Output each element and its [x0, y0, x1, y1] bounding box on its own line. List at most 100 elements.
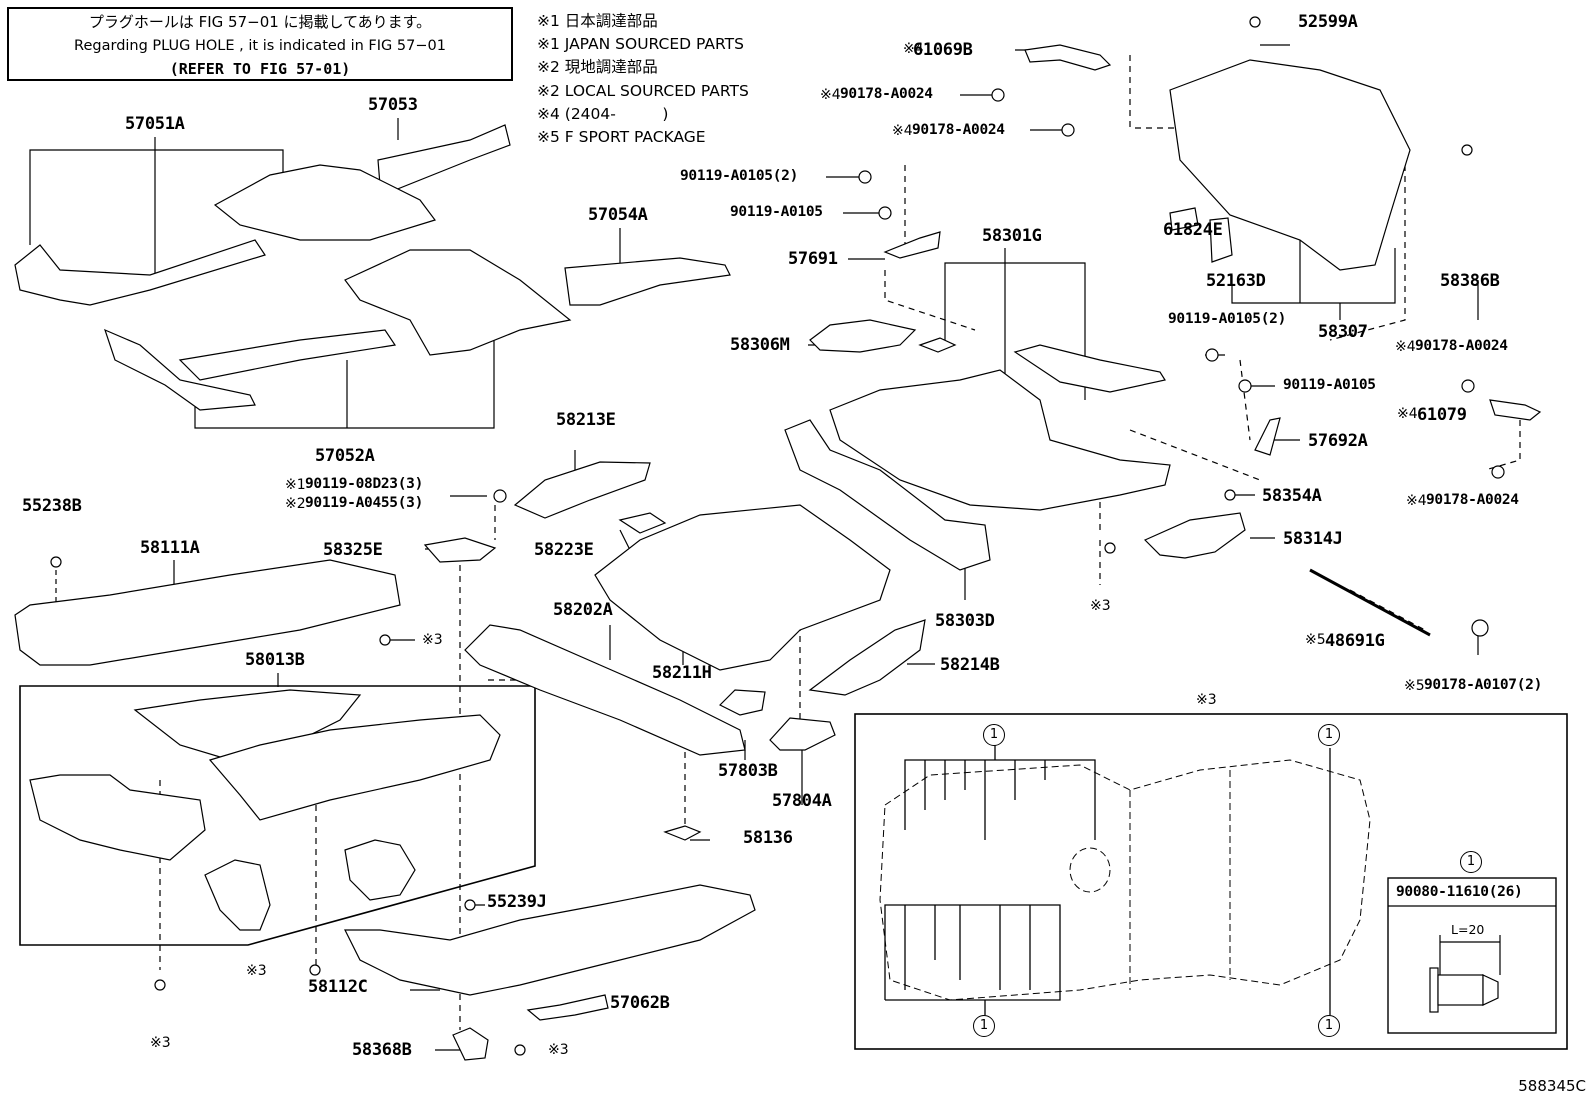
label-57691[interactable]: 57691 [788, 249, 838, 269]
label-57051A[interactable]: 57051A [125, 114, 185, 134]
callout-circle: 1 [973, 1015, 995, 1037]
note-box: プラグホールは FIG 57−01 に掲載してあります。 Regarding P… [7, 7, 513, 81]
label-57062B[interactable]: 57062B [610, 993, 670, 1013]
label-58314J[interactable]: 58314J [1283, 529, 1343, 549]
nut-90178-A0024-c [1461, 379, 1475, 393]
label-58386B[interactable]: 58386B [1440, 271, 1500, 291]
tag-2: ※2 [285, 496, 306, 512]
bolt-90119-A0105-2-b [1205, 348, 1219, 362]
note-line-jp: プラグホールは FIG 57−01 に掲載してあります。 [88, 13, 432, 31]
part-57054A [564, 257, 731, 306]
callout-circle: 1 [983, 724, 1005, 746]
label-57692A[interactable]: 57692A [1308, 431, 1368, 451]
label-55239J[interactable]: 55239J [487, 892, 547, 912]
tag-4: ※4 [1406, 493, 1427, 509]
clip-55238B [50, 556, 62, 568]
bolt-90119-08D23 [493, 489, 507, 503]
label-90178-A0024-b[interactable]: 90178-A0024 [912, 122, 1005, 138]
label-90178-A0024-a[interactable]: 90178-A0024 [840, 86, 933, 102]
nut-90178-A0024-b [1061, 123, 1075, 137]
label-52163D[interactable]: 52163D [1206, 271, 1266, 291]
clip-55239J [464, 899, 476, 911]
bracket-58301G [944, 262, 1086, 400]
part-57691 [883, 231, 941, 259]
label-90119-A0105-b[interactable]: 90119-A0105 [1283, 377, 1376, 393]
label-57052A[interactable]: 57052A [315, 446, 375, 466]
part-61079 [1489, 399, 1542, 421]
part-57803B [718, 689, 766, 716]
part-58303D [784, 419, 991, 571]
part-57062B [526, 994, 609, 1021]
label-58307[interactable]: 58307 [1318, 322, 1368, 342]
label-57054A[interactable]: 57054A [588, 205, 648, 225]
dimension-label: L=20 [1451, 922, 1485, 937]
note-line-en: Regarding PLUG HOLE , it is indicated in… [74, 38, 446, 54]
label-58325E[interactable]: 58325E [323, 540, 383, 560]
part-58223E [618, 512, 667, 534]
label-90119-08D23-3[interactable]: 90119-08D23(3) [305, 476, 424, 492]
label-58202A[interactable]: 58202A [553, 600, 613, 620]
label-58223E[interactable]: 58223E [534, 540, 594, 560]
label-90178-A0024-d[interactable]: 90178-A0024 [1426, 492, 1519, 508]
label-52599A[interactable]: 52599A [1298, 12, 1358, 32]
legend-item: ※2 現地調達部品 [537, 58, 658, 77]
label-90178-A0024-c[interactable]: 90178-A0024 [1415, 338, 1508, 354]
label-58368B[interactable]: 58368B [352, 1040, 412, 1060]
label-90119-A0105-a[interactable]: 90119-A0105 [730, 204, 823, 220]
label-58136[interactable]: 58136 [743, 828, 793, 848]
part-48691G [1309, 568, 1431, 637]
label-90119-A0455-3[interactable]: 90119-A0455(3) [305, 495, 424, 511]
tag-5: ※5 [1305, 632, 1326, 648]
label-48691G[interactable]: 48691G [1325, 631, 1385, 651]
label-57803B[interactable]: 57803B [718, 761, 778, 781]
figure-number: 588345C [1518, 1077, 1586, 1095]
part-58325E [423, 537, 497, 563]
legend: ※1 日本調達部品 ※1 JAPAN SOURCED PARTS ※2 現地調達… [537, 10, 749, 149]
part-58111A [14, 559, 401, 666]
callout-circle: 1 [1318, 724, 1340, 746]
bolt-90119-A0105 [878, 206, 892, 220]
label-90119-A0105-2-a[interactable]: 90119-A0105(2) [680, 168, 799, 184]
label-58303D[interactable]: 58303D [935, 611, 995, 631]
screw-3-e [1104, 542, 1116, 554]
legend-item: ※4 (2404- ) [537, 104, 669, 123]
tag-4: ※4 [892, 123, 913, 139]
label-58111A[interactable]: 58111A [140, 538, 200, 558]
part-57052A [104, 328, 256, 411]
label-58301G[interactable]: 58301G [982, 226, 1042, 246]
label-58013B[interactable]: 58013B [245, 650, 305, 670]
fastener-detail-drawing [1429, 935, 1501, 1013]
label-55238B[interactable]: 55238B [22, 496, 82, 516]
note-line-ref: (REFER TO FIG 57-01) [169, 60, 351, 78]
clip-52599A [1249, 16, 1261, 28]
label-58354A[interactable]: 58354A [1262, 486, 1322, 506]
legend-item: ※1 日本調達部品 [537, 12, 658, 30]
inset-floor-outline [879, 759, 1371, 1001]
callout-circle: 1 [1318, 1015, 1340, 1037]
label-58213E[interactable]: 58213E [556, 410, 616, 430]
group-box-58013B [19, 685, 536, 946]
label-90119-A0105-2-b[interactable]: 90119-A0105(2) [1168, 311, 1287, 327]
label-58211H[interactable]: 58211H [652, 663, 712, 683]
label-58214B[interactable]: 58214B [940, 655, 1000, 675]
label-61069B[interactable]: 61069B [913, 40, 973, 60]
part-57692A [1254, 417, 1281, 456]
screw-3-a [379, 634, 391, 646]
part-58013B-a [133, 689, 362, 761]
part-52163D [1209, 217, 1233, 263]
part-58202A [464, 624, 746, 756]
label-58306M[interactable]: 58306M [730, 335, 790, 355]
part-58211H [594, 504, 891, 671]
label-61824E[interactable]: 61824E [1163, 220, 1223, 240]
clip-58386B [1461, 144, 1473, 156]
part-tunnel-frame [344, 249, 572, 356]
label-57804A[interactable]: 57804A [772, 791, 832, 811]
tag-3: ※3 [150, 1035, 171, 1051]
label-90178-A0107-2[interactable]: 90178-A0107(2) [1424, 677, 1543, 693]
label-90080-11610-26[interactable]: 90080-11610(26) [1396, 884, 1523, 900]
label-58112C[interactable]: 58112C [308, 977, 368, 997]
label-61079[interactable]: 61079 [1417, 405, 1467, 425]
tag-3: ※3 [422, 632, 443, 648]
label-57053[interactable]: 57053 [368, 95, 418, 115]
